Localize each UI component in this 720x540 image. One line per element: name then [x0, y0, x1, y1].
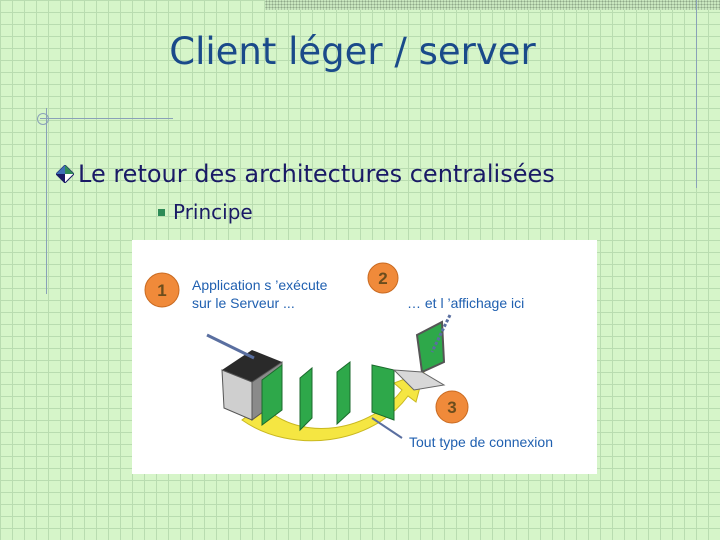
rule-circle-mark — [37, 113, 49, 125]
svg-text:2: 2 — [378, 269, 387, 288]
pointer-line-2 — [430, 314, 452, 353]
step3-text: Tout type de connexion — [409, 434, 553, 450]
bullet-level2: Principe — [158, 200, 253, 224]
diamond-bullet-icon — [56, 165, 74, 183]
horizontal-rule — [40, 118, 173, 119]
step1-badge-icon: 1 — [144, 272, 180, 308]
pointer-line-3 — [371, 417, 403, 439]
client-server-diagram: 1 2 3 Application s ’exécute sur le Serv… — [132, 240, 597, 474]
svg-text:3: 3 — [447, 398, 456, 417]
right-vertical-rule — [696, 0, 697, 188]
diagram-illustration: 1 2 3 Application s ’exécute sur le Serv… — [144, 262, 553, 450]
connection-arrow — [241, 371, 425, 442]
step1-line1: Application s ’exécute — [192, 277, 328, 293]
top-dotted-band — [265, 0, 720, 10]
bullet-level1: Le retour des architectures centralisées — [56, 160, 555, 188]
pointer-line-1 — [206, 333, 255, 360]
step2-badge-icon: 2 — [367, 262, 399, 294]
svg-text:1: 1 — [157, 281, 166, 300]
screen-frame-icon — [299, 366, 313, 432]
bullet-level2-text: Principe — [173, 200, 253, 224]
screen-frame-icon — [371, 364, 395, 421]
step1-line2: sur le Serveur ... — [192, 295, 295, 311]
screen-frame-icon — [336, 360, 351, 426]
step2-text: … et l ’affichage ici — [407, 295, 524, 311]
left-vertical-rule — [46, 108, 47, 294]
slide-title: Client léger / server — [169, 30, 536, 73]
square-bullet-icon — [158, 208, 165, 216]
step3-badge-icon: 3 — [435, 390, 469, 424]
bullet-level1-text: Le retour des architectures centralisées — [78, 160, 555, 188]
screen-frame-icon — [261, 364, 283, 426]
laptop-icon — [392, 320, 446, 391]
